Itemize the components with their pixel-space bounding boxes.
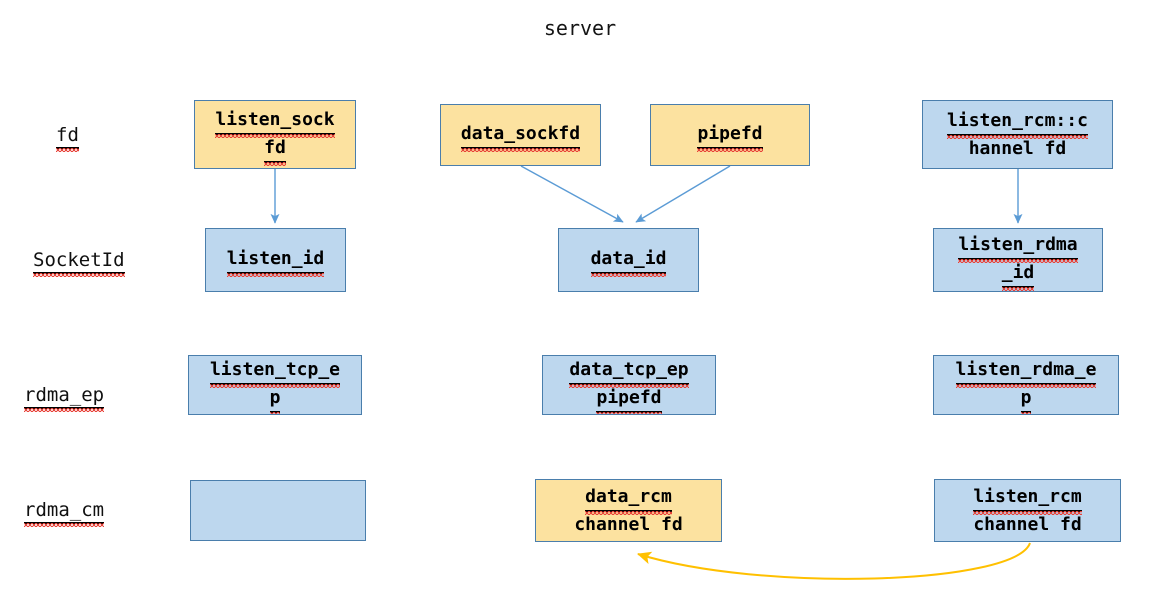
node-data-rcm-channel-fd-label: data_rcm channel fd (536, 484, 721, 538)
node-line: p (269, 385, 281, 414)
node-listen-tcp-ep[interactable]: listen_tcp_e p (188, 355, 362, 415)
edge-data-sockfd-to-data-id (520, 165, 624, 223)
node-line: listen_id (226, 246, 325, 277)
row-label-fd-text: fd (56, 124, 79, 152)
node-listen-rcm-channel-fd-label: listen_rcm::c hannel fd (923, 108, 1112, 162)
node-listen-rdma-id[interactable]: listen_rdma _id (933, 228, 1103, 292)
node-line: fd (264, 135, 286, 166)
node-listen-tcp-ep-label: listen_tcp_e p (189, 357, 361, 414)
node-listen-id[interactable]: listen_id (205, 228, 346, 292)
node-line: pipefd (697, 121, 763, 152)
node-data-tcp-ep-pipefd[interactable]: data_tcp_ep pipefd (542, 355, 716, 415)
row-label-rdma-cm: rdma_cm (24, 499, 105, 527)
node-line: data_tcp_ep (569, 357, 689, 388)
node-line: data_rcm (585, 484, 672, 515)
node-data-tcp-ep-pipefd-label: data_tcp_ep pipefd (543, 357, 715, 414)
page-title: server (543, 16, 617, 40)
node-listen-rdma-ep-label: listen_rdma_e p (934, 357, 1118, 414)
row-label-rdma-ep: rdma_ep (24, 384, 105, 412)
edge-listen-rcm-to-data-rcm (637, 542, 1031, 580)
node-listen-sockfd-label: listen_sock fd (195, 107, 355, 166)
node-listen-rcm-channel-fd-cm-label: listen_rcm channel fd (935, 484, 1120, 538)
node-listen-rcm-channel-fd[interactable]: listen_rcm::c hannel fd (922, 100, 1113, 169)
node-pipefd[interactable]: pipefd (650, 104, 810, 166)
node-line: data_sockfd (460, 121, 581, 152)
row-label-rdma-ep-text: rdma_ep (24, 384, 105, 412)
node-line: listen_tcp_e (209, 357, 341, 388)
node-line: data_id (590, 246, 667, 277)
node-listen-sockfd[interactable]: listen_sock fd (194, 100, 356, 169)
node-line: channel fd (973, 513, 1082, 535)
node-line: hannel fd (968, 137, 1067, 159)
node-pipefd-label: pipefd (651, 121, 809, 152)
row-label-fd: fd (56, 124, 79, 152)
node-line: p (1020, 385, 1032, 414)
edge-pipefd-to-data-id (635, 165, 731, 223)
node-listen-rdma-id-label: listen_rdma _id (934, 232, 1102, 291)
node-line: channel fd (574, 513, 683, 535)
row-label-socketid-text: SocketId (33, 249, 125, 277)
node-line: listen_rcm::c (947, 108, 1088, 139)
node-listen-rcm-channel-fd-cm[interactable]: listen_rcm channel fd (934, 479, 1121, 542)
node-data-id[interactable]: data_id (558, 228, 699, 292)
node-rdma-cm-empty[interactable] (190, 480, 366, 541)
node-data-sockfd-label: data_sockfd (441, 121, 600, 152)
node-line: listen_rdma (958, 232, 1078, 263)
node-line: listen_rdma_e (955, 357, 1097, 388)
node-data-id-label: data_id (559, 246, 698, 277)
row-label-rdma-cm-text: rdma_cm (24, 499, 105, 527)
row-label-socketid: SocketId (33, 249, 125, 277)
node-line: listen_sock (215, 107, 335, 138)
node-data-sockfd[interactable]: data_sockfd (440, 104, 601, 166)
node-listen-rdma-ep[interactable]: listen_rdma_e p (933, 355, 1119, 415)
node-line: pipefd (596, 385, 662, 414)
node-data-rcm-channel-fd[interactable]: data_rcm channel fd (535, 479, 722, 542)
node-line: _id (1001, 260, 1035, 291)
node-line: listen_rcm (973, 484, 1083, 515)
node-listen-id-label: listen_id (206, 246, 345, 277)
